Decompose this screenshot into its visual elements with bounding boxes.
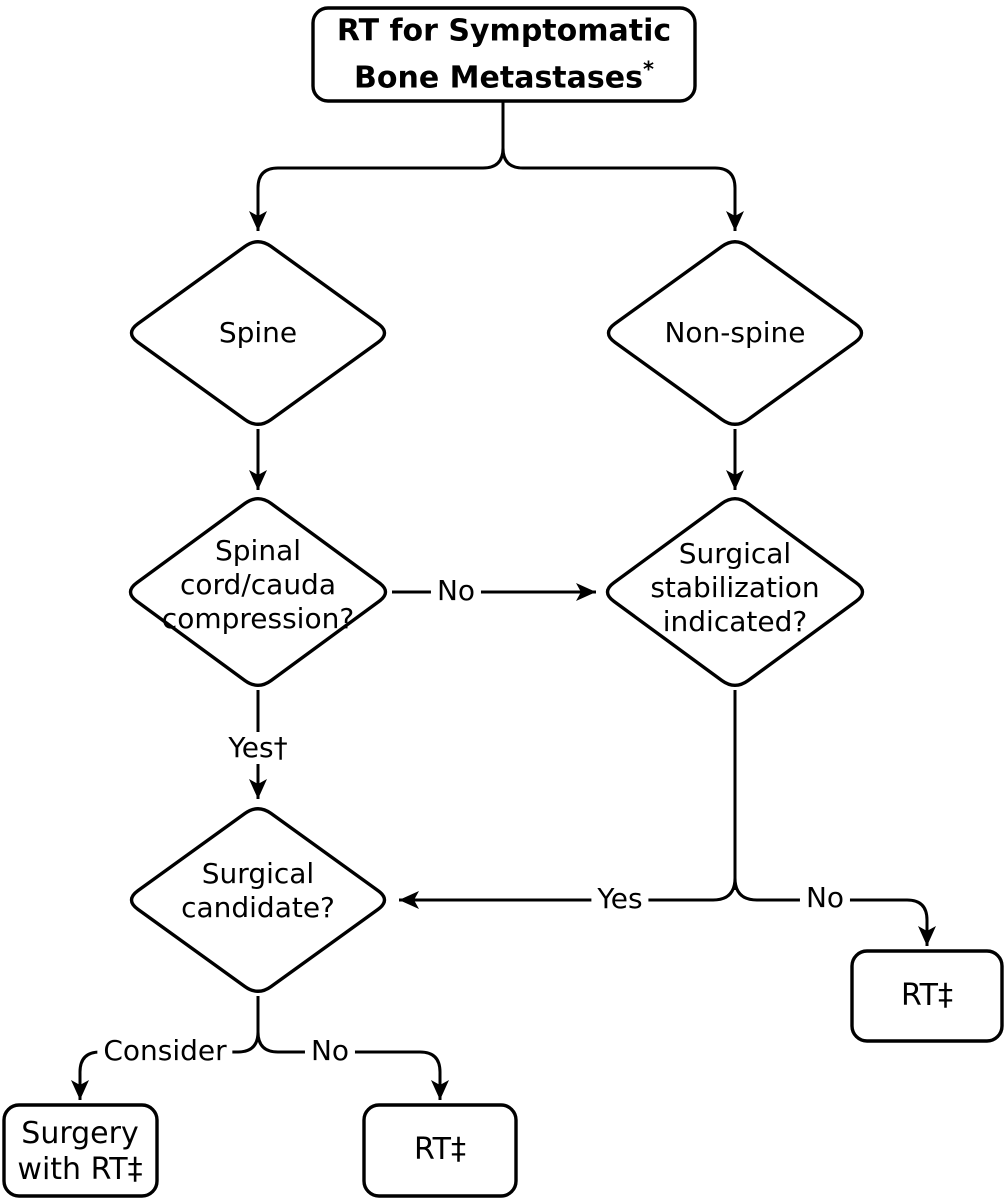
- rt-bottom-box-shape: [362, 1103, 518, 1198]
- candidate-diamond-shape: [129, 807, 387, 993]
- edge-stabilization-yes-to-candidate: [399, 877, 737, 909]
- edge-label-candidate-no: No: [304, 1035, 356, 1067]
- surgery-line-1: Surgery: [21, 1116, 139, 1151]
- surgery-box-shape: [2, 1103, 159, 1198]
- compression-line-3: compression?: [161, 602, 355, 635]
- node-candidate-label: Surgical candidate?: [181, 857, 335, 925]
- node-stabilization-label: Surgical stabilization indicated?: [650, 537, 819, 639]
- stabilization-line-3: indicated?: [662, 605, 808, 638]
- stabilization-diamond-shape: [605, 497, 865, 687]
- candidate-line-1: Surgical: [201, 857, 315, 890]
- edge-stabilization-no-to-rt: [733, 877, 936, 946]
- title-line-1: RT for Symptomatic: [336, 13, 672, 49]
- edge-label-compression-yes: Yes†: [222, 732, 294, 764]
- compression-line-2: cord/cauda: [180, 568, 336, 601]
- title-line-2: Bone Metastases*: [354, 57, 654, 96]
- edge-candidate-no-to-rt: [256, 1031, 449, 1100]
- node-nonspine-label: Non-spine: [664, 316, 806, 349]
- compression-line-1: Spinal: [214, 534, 302, 567]
- flowchart-title: RT for Symptomatic Bone Metastases*: [337, 13, 671, 98]
- edge-title-to-nonspine: [501, 147, 744, 231]
- stabilization-line-1: Surgical: [678, 537, 792, 570]
- title-box-shape: [311, 6, 697, 103]
- candidate-line-2: candidate?: [181, 891, 335, 924]
- node-compression-label: Spinal cord/cauda compression?: [162, 534, 354, 636]
- surgery-line-2: with RT‡: [17, 1152, 143, 1187]
- edge-label-stabilization-no: No: [799, 882, 851, 914]
- node-spine-label: Spine: [218, 316, 298, 349]
- nonspine-diamond-shape: [606, 240, 864, 426]
- edge-label-compression-no: No: [430, 575, 482, 607]
- node-rt-bottom-label: RT‡: [414, 1132, 466, 1167]
- spine-diamond-shape: [129, 240, 387, 426]
- title-footnote-asterisk: *: [642, 57, 654, 82]
- stabilization-line-2: stabilization: [650, 571, 820, 604]
- node-surgery-label: Surgery with RT‡: [17, 1116, 142, 1188]
- edge-label-stabilization-yes: Yes: [591, 883, 649, 915]
- rt-right-box-shape: [850, 949, 1004, 1043]
- compression-diamond-shape: [128, 497, 388, 687]
- edge-label-candidate-consider: Consider: [97, 1035, 233, 1067]
- edge-title-to-spine: [249, 147, 505, 231]
- node-rt-right-label: RT‡: [901, 978, 953, 1013]
